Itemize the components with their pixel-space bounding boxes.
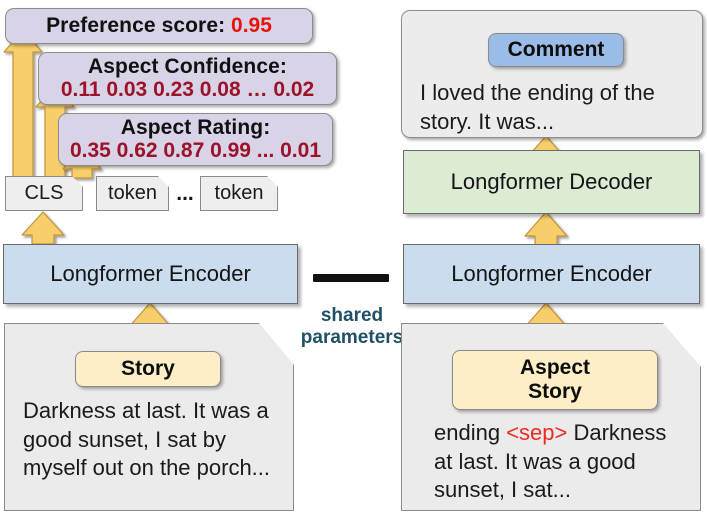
aspect-rating-values: 0.35 0.62 0.87 0.99 ... 0.01 [69, 138, 322, 162]
comment-tag: Comment [488, 33, 624, 67]
aspect-confidence-values: 0.11 0.03 0.23 0.08 … 0.02 [60, 77, 315, 101]
left-longformer-encoder: Longformer Encoder [3, 244, 298, 304]
preference-score-label: Preference score: [46, 14, 226, 37]
preference-score-value: 0.95 [231, 14, 272, 37]
token-chip-2-label: token [214, 182, 264, 204]
aspect-rating-label: Aspect Rating: [120, 115, 271, 139]
token-chip-cls: CLS [5, 176, 83, 211]
shared-parameters-line2: parameters [300, 326, 404, 348]
story-text: Darkness at last. It was a good sunset, … [23, 398, 271, 481]
preference-score-line: Preference score: 0.95 [46, 14, 272, 38]
longformer-decoder: Longformer Decoder [403, 150, 700, 214]
story-tag: Story [75, 351, 221, 387]
aspect-confidence-box: Aspect Confidence: 0.11 0.03 0.23 0.08 …… [38, 52, 337, 105]
shared-parameters-label: shared parameters [299, 305, 405, 349]
aspect-story-tag-line2: Story [528, 380, 582, 403]
story-document: Story Darkness at last. It was a good su… [4, 323, 294, 511]
aspect-story-text-post: Darkness at last. It was a good sunset, … [434, 420, 667, 503]
story-tag-label: Story [121, 357, 175, 381]
comment-tag-label: Comment [507, 38, 605, 62]
comment-document: Comment I loved the ending of the story.… [401, 10, 703, 138]
token-chip-1-label: token [108, 182, 157, 204]
right-longformer-encoder: Longformer Encoder [403, 244, 700, 304]
aspect-story-document: Aspect Story ending <sep> Darkness at la… [401, 323, 701, 511]
aspect-story-sep-token: <sep> [506, 420, 568, 445]
aspect-story-tag-line1: Aspect [519, 356, 591, 380]
right-longformer-encoder-label: Longformer Encoder [451, 261, 652, 286]
token-ellipsis: ... [176, 182, 194, 205]
aspect-story-text: ending <sep> Darkness at last. It was a … [434, 419, 686, 505]
token-chip-cls-label: CLS [24, 182, 64, 204]
preference-score-box: Preference score: 0.95 [5, 8, 313, 44]
arrow-encoder-to-cls [21, 211, 65, 245]
left-longformer-encoder-label: Longformer Encoder [50, 261, 251, 286]
arrow-cls-to-preference [3, 29, 43, 179]
token-chip-1: token [96, 176, 169, 211]
comment-text: I loved the ending of the story. It was.… [420, 80, 655, 134]
shared-parameters-connector [313, 274, 389, 282]
token-chip-2: token [200, 176, 278, 211]
aspect-confidence-label: Aspect Confidence: [88, 54, 287, 78]
longformer-decoder-label: Longformer Decoder [450, 169, 653, 194]
shared-parameters-line1: shared [320, 305, 384, 326]
aspect-story-text-pre: ending [434, 420, 507, 445]
aspect-story-tag: Aspect Story [452, 350, 658, 410]
aspect-rating-box: Aspect Rating: 0.35 0.62 0.87 0.99 ... 0… [58, 113, 333, 166]
